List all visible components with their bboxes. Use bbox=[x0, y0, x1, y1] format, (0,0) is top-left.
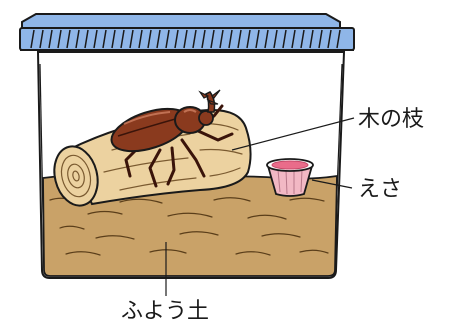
cage-lid bbox=[20, 14, 354, 50]
label-soil: ふよう土 bbox=[121, 299, 209, 324]
label-branch: 木の枝 bbox=[358, 107, 424, 132]
label-food: えさ bbox=[358, 177, 402, 202]
